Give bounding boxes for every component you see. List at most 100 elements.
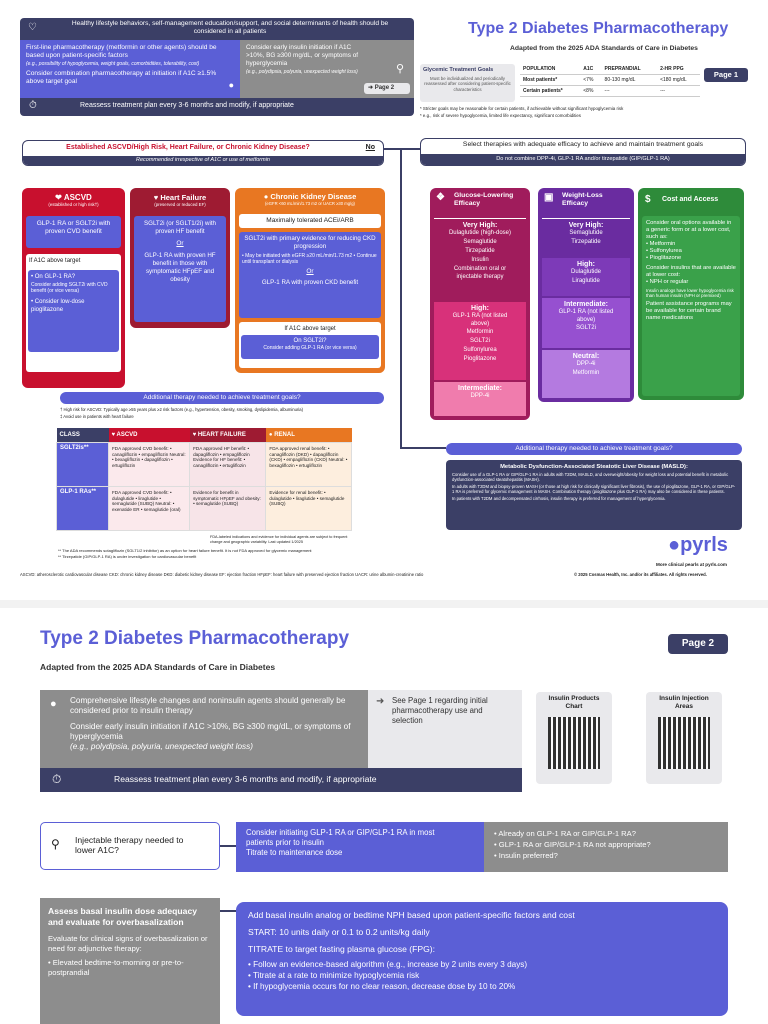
assess-body: Evaluate for clinical signs of overbasal… [48, 934, 208, 953]
glycemic-label: Glycemic Treatment Goals [423, 67, 494, 73]
cost-p2note: Insulin analogs have lower hypoglycemia … [646, 288, 734, 299]
class-note-fda: FDA-labeled indications and evidence for… [210, 535, 348, 544]
see-page1-text: See Page 1 regarding initial pharmacothe… [392, 696, 488, 725]
list-item: Insulin preferred? [494, 850, 718, 861]
page2-subtitle: Adapted from the 2025 ADA Standards of C… [40, 662, 276, 672]
ascvd-title-text: ASCVD [63, 193, 92, 202]
drug: SGLT2i [576, 325, 596, 331]
glycemic-label-box: Glycemic Treatment Goals Must be individ… [420, 64, 515, 102]
timer-icon: ⏱ [52, 772, 62, 786]
syringe-icon: ⚲ [51, 837, 60, 851]
already-box: Already on GLP-1 RA or GIP/GLP-1 RA? GLP… [484, 822, 728, 872]
list-item: Titrate at a rate to minimize hypoglycem… [248, 970, 716, 981]
page2-link[interactable]: ➜ Page 2 [364, 83, 410, 94]
hf-sub: (preserved or reduced EF) [154, 202, 206, 207]
list-item: GLP-1 RA or GIP/GLP-1 RA not appropriate… [494, 839, 718, 850]
class-foot1: ** The ADA recommends sotagliflozin (SGL… [58, 548, 312, 553]
tier-name: Very High: [568, 222, 604, 229]
loop-line-h [400, 447, 446, 449]
basal-box: Add basal insulin analog or bedtime NPH … [236, 902, 728, 1016]
col-ascvd: ♥ ASCVD [108, 428, 190, 443]
masld-title: Metabolic Dysfunction-Associated Steatot… [500, 464, 688, 470]
drug: DPP-4i [470, 393, 490, 399]
weight-title-text: Weight-Loss Efficacy [562, 192, 603, 207]
ckd-on: On SGLT2i? [293, 338, 327, 344]
masld-p1: Consider use of a GLP-1 RA or GIP/GLP-1 … [452, 472, 729, 482]
assess-list: Elevated bedtime-to-morning or pre-to-po… [48, 958, 212, 978]
cost-body: Consider oral options available in a gen… [642, 216, 740, 396]
hf-body2: GLP-1 RA with proven HF benefit in those… [144, 252, 216, 283]
combo-text: Consider combination pharmacotherapy at … [26, 70, 217, 85]
heart-icon: ♡ [28, 22, 37, 33]
drug: Combination oral or injectable therapy [453, 266, 507, 280]
glycemic-foot1: * Stricter goals may be reasonable for c… [420, 106, 624, 111]
drug: Dulaglutide [570, 269, 602, 275]
ckd-sglt: SGLT2i with primary evidence for reducin… [244, 235, 376, 250]
hf-or: Or [176, 240, 184, 247]
copyright: © 2025 Cosmas Health, Inc. and/or its af… [574, 572, 707, 577]
cost-card: $ Cost and Access Consider oral options a… [638, 188, 744, 400]
first-line-text: First-line pharmacotherapy (metformin or… [26, 44, 217, 59]
page1-badge: Page 1 [704, 68, 748, 82]
select-therapies: Select therapies with adequate efficacy … [420, 138, 746, 166]
drug: Sulfonylurea [463, 347, 497, 353]
qr2-label: Insulin Injection Areas [659, 695, 709, 710]
more-pearls: More clinical pearls at pyrls.com [656, 562, 727, 567]
abbrev: ASCVD: atherosclerotic cardiovascular di… [20, 572, 424, 577]
tier-name: Intermediate: [458, 385, 502, 392]
reassess-bar: ⏱ Reassess treatment plan every 3-6 mont… [20, 98, 414, 116]
ckd-card: ● Chronic Kidney Disease (eGFR <60 mL/mi… [235, 188, 385, 373]
syringe-icon: ⚲ [395, 63, 404, 75]
reassess-text: Reassess treatment plan every 3-6 months… [80, 102, 294, 109]
first-line-box: First-line pharmacotherapy (metformin or… [20, 40, 240, 98]
page-divider [0, 600, 768, 608]
drug: Liraglutide [572, 278, 600, 284]
titrate-fpg-text: TITRATE to target fasting plasma glucose… [248, 944, 436, 954]
col-2hr: 2-HR PPG [657, 64, 700, 75]
see-page1-box[interactable]: ➜ See Page 1 regarding initial pharmacot… [368, 690, 522, 768]
kidney-icon: ● [263, 192, 271, 201]
first-line-eg: (e.g., possibility of hypoglycemia, weig… [26, 61, 200, 67]
drug: Metformin [466, 329, 494, 335]
col-a1c: A1C [580, 64, 602, 75]
ckd-title-text: Chronic Kidney Disease [270, 192, 357, 201]
drug: Tirzepatide [571, 239, 601, 245]
brand-text: pyrls [680, 534, 728, 556]
page-title: Type 2 Diabetes Pharmacotherapy [468, 20, 729, 37]
dollar-icon: $ [645, 194, 651, 205]
ckd-body: SGLT2i with primary evidence for reducin… [239, 232, 381, 318]
qr-insulin-products[interactable]: Insulin Products Chart [536, 692, 612, 784]
arrow-to-glp [220, 845, 236, 847]
drug: Tirzepatide [465, 248, 495, 254]
class-renal: Evidence for renal benefit: • dulaglutid… [265, 486, 352, 531]
heart-icon: ♥ [153, 193, 161, 202]
cost-list1: Metformin Sulfonylurea Pioglitazone [646, 241, 736, 262]
injectable-box: ⚲ Injectable therapy needed to lower A1C… [40, 822, 220, 870]
select-sub: Do not combine DPP-4i, GLP-1 RA and/or t… [421, 154, 745, 165]
tier-name: Very High: [462, 222, 498, 229]
pills-icon: ❖ [436, 192, 445, 203]
hf-body-box: SGLT2i (or SGLT1/2i) with proven HF bene… [134, 216, 226, 322]
page2-link-label: Page 2 [374, 85, 395, 91]
assess-title: Assess basal insulin dose adequacy and e… [48, 906, 198, 927]
injectable-text: Injectable therapy needed to lower A1C? [75, 835, 184, 855]
ascvd-low: • Consider low-dose pioglitazone [31, 299, 85, 313]
comprehensive-box: ● Comprehensive lifestyle changes and no… [40, 690, 368, 768]
tier-name: High: [471, 305, 489, 312]
cost-title-text: Cost and Access [662, 196, 719, 203]
qr-injection-areas[interactable]: Insulin Injection Areas [646, 692, 722, 784]
drug: DPP-4i [576, 361, 596, 367]
table-cell: <180 mg/dL [657, 74, 700, 86]
fpg-list: Follow an evidence-based algorithm (e.g.… [248, 959, 716, 992]
start-text: START: 10 units daily or 0.1 to 0.2 unit… [248, 927, 430, 937]
list-item: If hypoglycemia occurs for no clear reas… [248, 981, 716, 992]
established-question: Established ASCVD/High Risk, Heart Failu… [22, 140, 384, 166]
class-name: GLP-1 RAs** [56, 486, 109, 531]
hf-card: ♥ Heart Failure (preserved or reduced EF… [130, 188, 230, 328]
table-cell: Certain patients* [520, 85, 581, 97]
cost-p3: Patient assistance programs may be avail… [646, 301, 732, 322]
list-item: Already on GLP-1 RA or GIP/GLP-1 RA? [494, 828, 718, 839]
drug: Pioglitazone [463, 356, 497, 362]
titrate-text: Titrate to maintenance dose [246, 848, 343, 857]
qr1-label: Insulin Products Chart [548, 695, 600, 710]
